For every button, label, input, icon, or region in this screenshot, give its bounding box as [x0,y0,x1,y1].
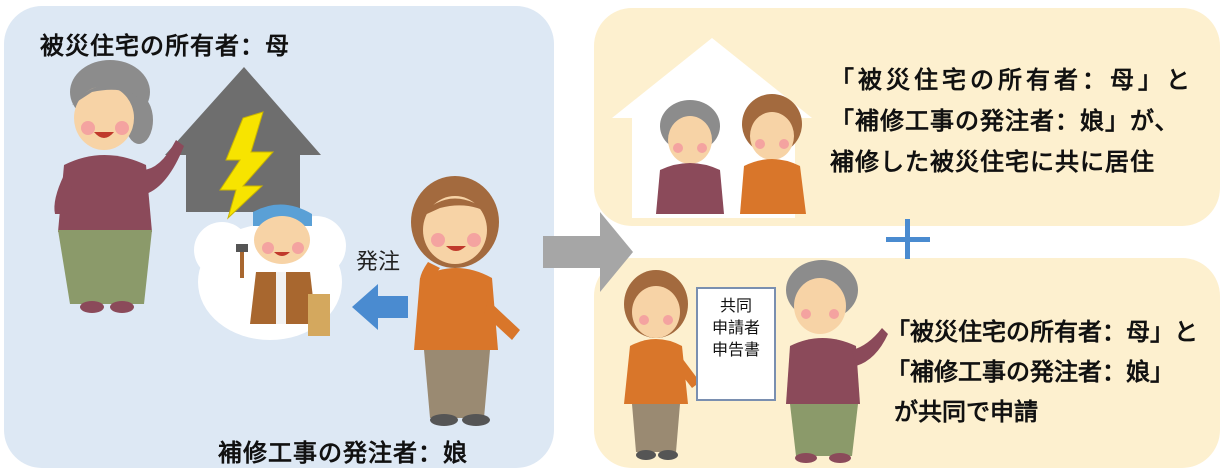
plus-icon [886,219,930,259]
daughter-figure-icon [411,176,520,426]
joint-application-line-2: 「補修工事の発注者：娘」 [886,358,1174,386]
applicant-daughter-icon [624,270,700,460]
cohabitation-line-3: 補修した被災住宅に共に居住 [830,148,1155,176]
transition-arrow-icon [543,212,633,292]
damaged-house-icon [165,67,321,220]
form-line-1: 共同 [719,296,752,315]
joint-application-form: 共同 申請者 申告書 [696,287,776,401]
left-title: 被災住宅の所有者：母 [40,32,290,60]
joint-application-text: 「被災住宅の所有者：母」と 「補修工事の発注者：娘」 が共同で申請 [886,312,1198,432]
joint-application-line-1: 「被災住宅の所有者：母」と [886,318,1198,346]
applicant-mother-icon [786,260,888,463]
mother-and-daughter-home-icon [656,94,806,214]
cohabitation-text: 「被災住宅の所有者：母」と 「補修工事の発注者：娘」が、 補修した被災住宅に共に… [830,60,1194,183]
joint-application-line-3: が共同で申請 [894,398,1038,426]
order-label: 発注 [356,250,401,275]
cohabitation-line-1: 「被災住宅の所有者：母」と [830,66,1194,94]
left-caption: 補修工事の発注者：娘 [218,439,468,467]
form-line-3: 申告書 [711,340,760,359]
cohabitation-line-2: 「補修工事の発注者：娘」が、 [830,107,1180,135]
order-arrow-icon [352,284,408,330]
form-line-2: 申請者 [711,318,760,337]
mother-figure-icon [54,60,184,313]
carpenter-icon [194,204,346,340]
